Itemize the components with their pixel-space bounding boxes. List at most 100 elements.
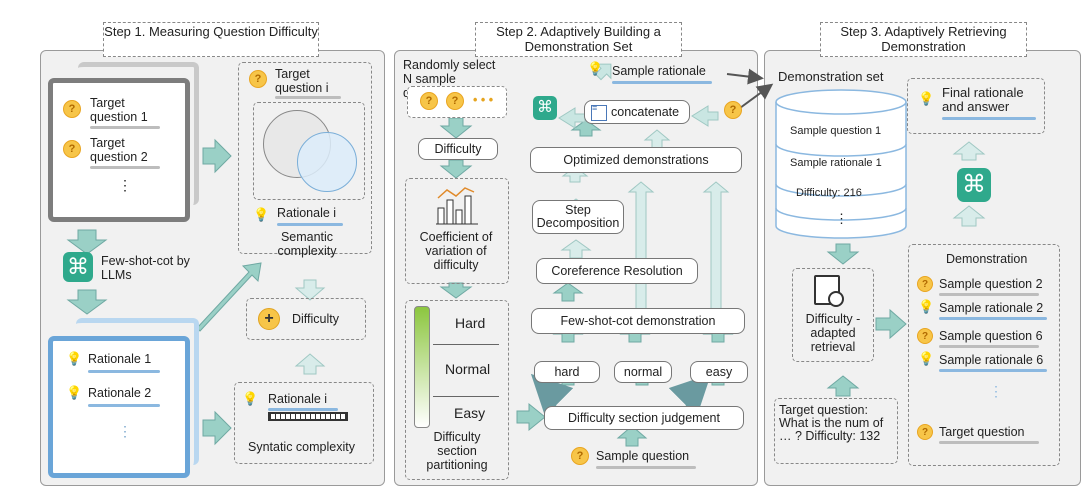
semantic-complexity: Semantic complexity bbox=[277, 230, 337, 258]
step2-title: Step 2. Adaptively Building a Demonstrat… bbox=[475, 22, 682, 57]
demonstration-box bbox=[908, 244, 1060, 466]
underline bbox=[268, 408, 338, 411]
fewshot-demo-node: Few-shot-cot demonstration bbox=[531, 308, 745, 334]
s3-down bbox=[826, 243, 860, 265]
demonstration-label: Demonstration bbox=[946, 252, 1028, 266]
dots: • • • bbox=[473, 93, 494, 107]
bar-chart-icon bbox=[434, 186, 480, 226]
underline bbox=[939, 345, 1039, 348]
demo-sample-question-2: Sample question 2 bbox=[939, 277, 1043, 291]
coeff-box bbox=[405, 178, 509, 284]
bulb-icon: 💡 bbox=[66, 385, 83, 400]
question-icon: ? bbox=[571, 447, 589, 465]
rationale-1: Rationale 1 bbox=[88, 352, 152, 366]
s2-left-q bbox=[691, 105, 719, 127]
s3-up bbox=[826, 375, 860, 397]
demo-vdots: ⋮ bbox=[989, 383, 1003, 399]
question-icon: ? bbox=[420, 92, 438, 110]
llm-label: Few-shot-cot by LLMs bbox=[101, 254, 190, 282]
syntactic-box bbox=[234, 382, 374, 464]
target-question-2: Target question 2 bbox=[90, 136, 148, 164]
normal-level: Normal bbox=[445, 361, 491, 377]
question-icon: ? bbox=[249, 70, 267, 88]
s3-up-light-1 bbox=[952, 205, 986, 227]
sample-rationale: Sample rationale bbox=[612, 64, 706, 78]
final-answer: Final rationale and answer bbox=[942, 85, 1024, 114]
partition-box bbox=[405, 300, 509, 480]
easy-level: Easy bbox=[454, 405, 486, 421]
s3-right bbox=[875, 308, 907, 340]
step3-title: Step 3. Adaptively Retrieving Demonstrat… bbox=[820, 22, 1027, 57]
question-icon: ? bbox=[63, 140, 81, 158]
underline bbox=[90, 126, 160, 129]
bulb-icon: 💡 bbox=[242, 391, 259, 406]
question-icon: ? bbox=[63, 100, 81, 118]
diag-arrow bbox=[196, 262, 262, 332]
step-decomposition-node: Step Decomposition bbox=[532, 200, 624, 234]
plus-icon: + bbox=[258, 308, 280, 330]
bar-chart-svg bbox=[436, 187, 478, 225]
question-card-back bbox=[78, 62, 199, 205]
difficulty-node: Difficulty bbox=[418, 138, 498, 160]
target-question-i: Target question i bbox=[275, 67, 329, 95]
concatenate-node: ≡ concatenate bbox=[584, 100, 690, 124]
question-icon: ? bbox=[724, 101, 742, 119]
s2-up-7 bbox=[552, 282, 584, 302]
underline bbox=[612, 81, 712, 84]
underline bbox=[596, 466, 696, 469]
hard-level: Hard bbox=[455, 315, 486, 331]
s2-left-gpt bbox=[558, 107, 586, 129]
bulb-icon: 💡 bbox=[253, 207, 270, 222]
chatgpt-logo-icon: ⌘ bbox=[957, 168, 991, 202]
bulb-icon: 💡 bbox=[66, 351, 83, 366]
hard-node: hard bbox=[534, 361, 600, 383]
chatgpt-logo-icon: ⌘ bbox=[63, 252, 93, 282]
s2-arrow-right bbox=[516, 402, 546, 432]
underline bbox=[942, 117, 1036, 120]
difficulty-label: Difficulty bbox=[292, 312, 340, 326]
db-difficulty: Difficulty: 216 bbox=[796, 187, 862, 199]
underline bbox=[939, 369, 1047, 372]
down-arrow-light bbox=[294, 279, 326, 301]
down-arrow-2 bbox=[66, 289, 108, 315]
db-vdots: ⋮ bbox=[835, 211, 848, 226]
down-arrow-1 bbox=[66, 229, 108, 255]
question-icon: ? bbox=[917, 276, 933, 292]
divider bbox=[433, 396, 499, 397]
question-icon: ? bbox=[917, 424, 933, 440]
underline bbox=[939, 293, 1039, 296]
demo-sample-rationale-2: Sample rationale 2 bbox=[939, 301, 1044, 315]
s2-long-up-2 bbox=[702, 181, 730, 313]
difficulty-gradient-bar bbox=[414, 306, 430, 428]
database-svg bbox=[775, 89, 907, 239]
easy-node: easy bbox=[690, 361, 748, 383]
demo-sample-question-6: Sample question 6 bbox=[939, 329, 1043, 343]
underline bbox=[277, 223, 343, 226]
bulb-icon: 💡 bbox=[918, 91, 935, 106]
embedding-box bbox=[253, 102, 365, 200]
db-sample-question-1: Sample question 1 bbox=[790, 125, 882, 137]
step1-title: Step 1. Measuring Question Difficulty bbox=[103, 22, 319, 57]
sample-to-demoset bbox=[726, 68, 764, 85]
ruler-icon bbox=[268, 412, 348, 421]
database-icon bbox=[772, 88, 910, 240]
up-arrow-light bbox=[294, 353, 326, 375]
demo-sample-rationale-6: Sample rationale 6 bbox=[939, 353, 1044, 367]
final-box bbox=[907, 78, 1045, 134]
list-icon: ≡ bbox=[591, 104, 607, 121]
chatgpt-logo-icon: ⌘ bbox=[533, 96, 557, 120]
demo-target-question: Target question bbox=[939, 425, 1025, 439]
s2-long-up-1 bbox=[627, 181, 655, 313]
vertical-ellipsis: ⋮ bbox=[118, 423, 132, 439]
difficulty-box bbox=[246, 298, 366, 340]
underline bbox=[939, 441, 1039, 444]
divider bbox=[433, 344, 499, 345]
right-arrow-2 bbox=[202, 410, 232, 446]
underline bbox=[939, 317, 1047, 320]
s2-diag-up bbox=[594, 63, 612, 81]
db-sample-rationale-1: Sample rationale 1 bbox=[790, 157, 882, 169]
bulb-icon: 💡 bbox=[918, 351, 935, 366]
coefficient-label: Coefficient of variation of difficulty bbox=[419, 230, 493, 272]
bulb-icon: 💡 bbox=[918, 299, 935, 314]
rationale-card-back bbox=[76, 318, 199, 465]
